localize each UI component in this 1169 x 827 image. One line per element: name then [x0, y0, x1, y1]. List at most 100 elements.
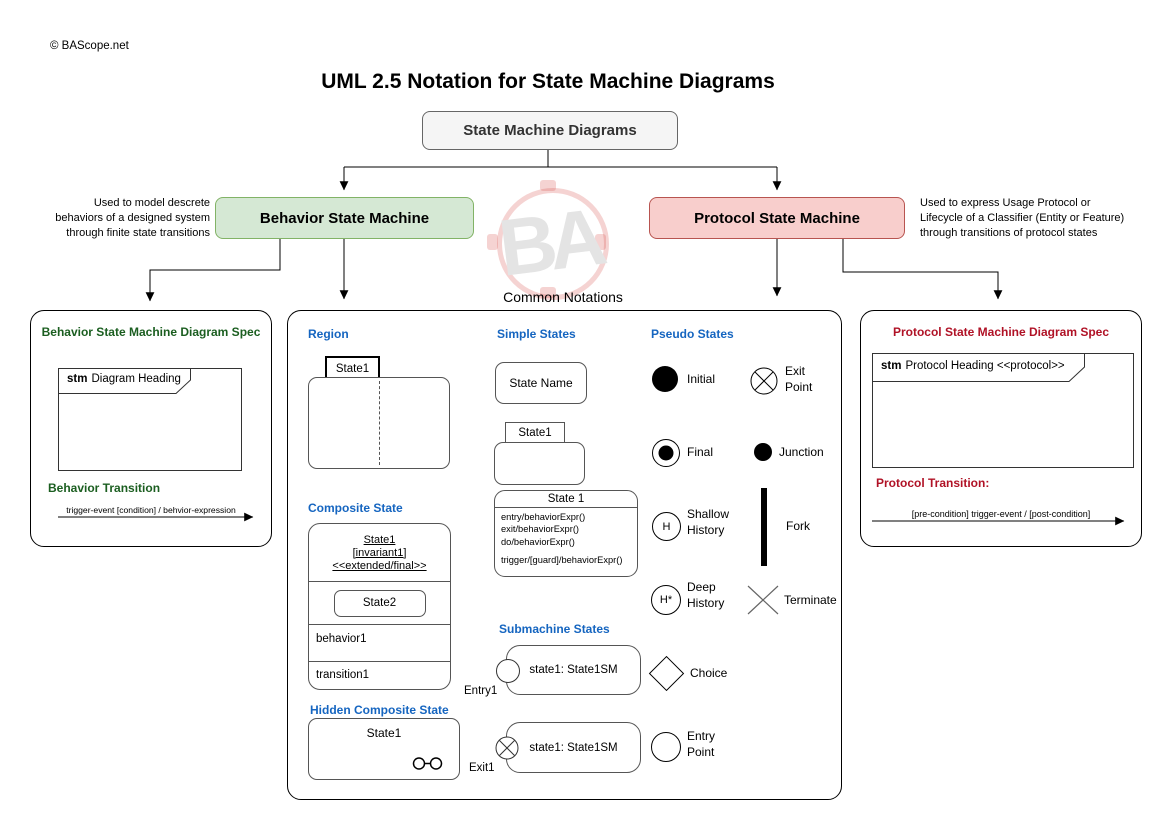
- state-name-label: State Name: [509, 376, 573, 390]
- deep-history-icon: H*: [651, 585, 681, 615]
- watermark-nub-right: [595, 234, 606, 250]
- region-state-body: [308, 377, 450, 469]
- deep-history-label: Deep History: [687, 580, 725, 610]
- composite-stereotype: <<extended/final>>: [332, 559, 427, 572]
- stm-heading-tab: [872, 353, 1085, 382]
- protocol-node-label: Protocol State Machine: [694, 209, 860, 227]
- entry-activity: entry/behaviorExpr(): [501, 512, 586, 522]
- fork-label: Fork: [786, 519, 810, 533]
- watermark-nub-top: [540, 180, 556, 191]
- hidden-composite-heading: Hidden Composite State: [310, 703, 449, 717]
- composite-indicator-icon: [412, 757, 443, 770]
- do-activity: do/behaviorExpr(): [501, 536, 575, 547]
- choice-icon: [648, 655, 685, 692]
- entry-point-icon: [651, 732, 681, 762]
- simple-states-heading: Simple States: [497, 327, 576, 341]
- behavior-transition-title: Behavior Transition: [48, 481, 161, 495]
- initial-state-icon: [652, 366, 678, 392]
- behavior-panel-title: Behavior State Machine Diagram Spec: [41, 325, 261, 339]
- composite-behavior-compartment: behavior1: [309, 624, 450, 661]
- submachine-states-heading: Submachine States: [499, 622, 610, 636]
- terminate-label: Terminate: [784, 593, 837, 607]
- stm-keyword: stm: [881, 360, 902, 372]
- final-label: Final: [687, 445, 714, 459]
- initial-label: Initial: [687, 372, 716, 386]
- composite-region-compartment: State2: [309, 581, 450, 624]
- protocol-heading-text: Protocol Heading <<protocol>>: [905, 360, 1065, 372]
- behavior-transition-expression: trigger-event [condition] / behvior-expr…: [66, 505, 236, 515]
- copyright-text: © BAScope.net: [50, 40, 129, 52]
- fork-icon: [761, 488, 767, 566]
- simple-state1-body: [494, 442, 585, 485]
- exit-point-label: Exit Point: [785, 364, 813, 394]
- deep-history-symbol: H*: [659, 594, 673, 606]
- composite-transition-compartment: transition1: [309, 661, 450, 688]
- detailed-state-box: State 1 entry/behaviorExpr() exit/behavi…: [494, 490, 638, 577]
- detailed-state-activities: entry/behaviorExpr() exit/behaviorExpr()…: [495, 508, 637, 566]
- behavior-description: Used to model descrete behaviors of a de…: [55, 197, 210, 239]
- region-heading: Region: [308, 327, 349, 341]
- diagram-heading-text: Diagram Heading: [91, 373, 181, 385]
- final-state-inner-dot: [658, 445, 674, 461]
- composite-title-compartment: State1 [invariant1] <<extended/final>>: [309, 524, 450, 581]
- state1-label: State1: [518, 427, 552, 439]
- simple-state-name-box: State Name: [495, 362, 587, 404]
- final-state-icon: [652, 439, 680, 467]
- watermark-nub-bottom: [540, 287, 556, 298]
- junction-icon: [754, 443, 772, 461]
- submachine-entry-label: state1: State1SM: [529, 664, 618, 676]
- exit-point-connector-icon: [495, 736, 519, 760]
- detailed-state-title: State 1: [495, 491, 637, 508]
- behavior-state-machine-node: Behavior State Machine: [215, 197, 474, 239]
- inner-state-label: State2: [362, 597, 397, 609]
- entry1-label: Entry1: [464, 685, 498, 697]
- watermark-ba-logo: BA: [494, 192, 604, 293]
- composite-inner-state: State2: [333, 589, 426, 617]
- root-node-label: State Machine Diagrams: [463, 122, 637, 139]
- composite-state-box: State1 [invariant1] <<extended/final>> S…: [308, 523, 451, 690]
- protocol-panel-title: Protocol State Machine Diagram Spec: [892, 325, 1110, 339]
- protocol-transition-expression: [pre-condition] trigger-event / [post-co…: [911, 509, 1091, 519]
- hidden-composite-state-label: State1: [366, 726, 402, 740]
- stm-keyword: stm: [67, 373, 88, 385]
- root-node-state-machine-diagrams: State Machine Diagrams: [422, 111, 678, 150]
- shallow-history-symbol: H: [662, 520, 671, 533]
- junction-label: Junction: [779, 445, 824, 459]
- entry-point-label: Entry Point: [687, 729, 716, 759]
- protocol-state-machine-node: Protocol State Machine: [649, 197, 905, 239]
- shallow-history-icon: H: [652, 512, 681, 541]
- region-divider: [379, 381, 380, 465]
- hidden-composite-box: State1: [308, 718, 460, 780]
- protocol-transition-title: Protocol Transition:: [876, 476, 990, 490]
- simple-state1-tab: State1: [505, 422, 565, 444]
- stm-heading-tab: [58, 368, 191, 394]
- region-state-tab: State1: [325, 356, 380, 381]
- behavior-node-label: Behavior State Machine: [259, 209, 430, 227]
- submachine-entry-state: state1: State1SM: [496, 645, 641, 695]
- watermark-scope-ring: [497, 188, 609, 300]
- protocol-description: Used to express Usage Protocol or Lifecy…: [920, 197, 1125, 239]
- composite-state-heading: Composite State: [308, 501, 403, 515]
- submachine-exit-state: state1: State1SM: [495, 722, 641, 773]
- composite-invariant: [invariant1]: [352, 546, 407, 559]
- terminate-icon: [747, 585, 779, 615]
- region-state-label: State1: [335, 362, 370, 375]
- entry-point-connector-icon: [496, 659, 520, 683]
- submachine-exit-label: state1: State1SM: [529, 741, 618, 754]
- pseudo-states-heading: Pseudo States: [651, 327, 734, 341]
- watermark-nub-left: [487, 234, 498, 250]
- page-title: UML 2.5 Notation for State Machine Diagr…: [321, 70, 775, 93]
- shallow-history-label: Shallow History: [687, 507, 730, 537]
- composite-state-name: State1: [363, 533, 396, 546]
- common-notations-label: Common Notations: [503, 289, 623, 305]
- internal-transition: trigger/[guard]/behaviorExpr(): [501, 554, 623, 565]
- choice-label: Choice: [690, 666, 728, 680]
- common-notations-panel: Region State1 Composite State State1 [in…: [287, 310, 842, 800]
